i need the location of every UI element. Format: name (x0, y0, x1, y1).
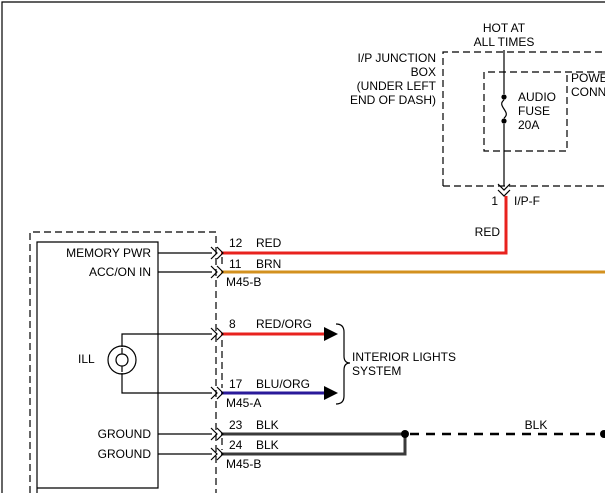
chevron-pin-12-icon (210, 246, 224, 260)
power-connector-label-line2: CONN (571, 85, 605, 99)
hot-label-line2: ALL TIMES (474, 35, 535, 49)
wire-color-label-17: BLU/ORG (256, 377, 310, 391)
junction-box-label-line1: I/P JUNCTION (358, 51, 436, 65)
module-pin-ground-1: GROUND (98, 427, 152, 441)
fuse-terminal-bottom (501, 118, 507, 124)
interior-lights-label-line1: INTERIOR LIGHTS (352, 350, 456, 364)
wire-color-label-12: RED (256, 236, 282, 250)
connector-name-m45b-lower: M45-B (226, 457, 261, 471)
wire-red-memory (221, 196, 508, 255)
connector-ip-name: I/P-F (514, 194, 540, 208)
wire-blk-ground-24 (221, 434, 407, 456)
arrow-blu-org-icon (324, 386, 338, 400)
pin-number-8: 8 (229, 317, 236, 331)
pin-number-24: 24 (229, 438, 243, 452)
pin-number-12: 12 (229, 236, 243, 250)
wire-color-label-24: BLK (256, 438, 279, 452)
fuse-terminal-top (501, 94, 507, 100)
splice-point-right (600, 430, 605, 438)
connector-name-m45b-upper: M45-B (226, 275, 261, 289)
module-pin-ill: ILL (78, 352, 95, 366)
module-pin-memory-pwr: MEMORY PWR (66, 246, 151, 260)
chevron-pin-17-icon (210, 386, 224, 400)
connector-name-m45a: M45-A (226, 396, 261, 410)
module-pin-ground-2: GROUND (98, 447, 152, 461)
connector-ip-icon (497, 183, 511, 197)
hot-label-line1: HOT AT (483, 21, 526, 35)
fuse-label-line3: 20A (518, 118, 539, 132)
chevron-pin-11-icon (210, 265, 224, 279)
chevron-pin-23-icon (210, 427, 224, 441)
splice-point-left (401, 430, 409, 438)
junction-box-label-line2: BOX (411, 65, 436, 79)
junction-box-outline (442, 51, 605, 187)
wire-color-label-8: RED/ORG (256, 317, 312, 331)
fuse-label-line2: FUSE (518, 104, 550, 118)
pin-number-23: 23 (229, 418, 243, 432)
ground-run-color-label: BLK (525, 418, 548, 432)
chevron-pin-24-icon (210, 447, 224, 461)
ill-lamp-loop (121, 333, 212, 394)
pin-number-11: 11 (229, 257, 242, 271)
wire-color-label-23: BLK (256, 418, 279, 432)
arrow-red-org-icon (324, 327, 338, 341)
module-inner-box (36, 241, 159, 493)
wire-color-label-11: BRN (256, 257, 281, 271)
connector-ip-wire-color: RED (475, 225, 501, 239)
ill-lamp-icon (107, 345, 137, 375)
pin-number-17: 17 (229, 377, 243, 391)
power-connector-label-line1: POWE (571, 71, 605, 85)
module-outline (29, 231, 217, 493)
fuse-icon (501, 99, 507, 119)
module-pin-acc-on-in: ACC/ON IN (89, 265, 151, 279)
connector-ip-pin: 1 (491, 194, 498, 208)
power-connector-box (483, 71, 605, 152)
interior-lights-label-line2: SYSTEM (352, 364, 401, 378)
chevron-pin-8-icon (210, 327, 224, 341)
ill-lamp-filament (115, 348, 129, 372)
interior-lights-bracket (335, 323, 351, 405)
fuse-label-line1: AUDIO (518, 90, 556, 104)
junction-box-label-line3: (UNDER LEFT (357, 79, 437, 93)
junction-box-label-line4: END OF DASH) (350, 93, 436, 107)
